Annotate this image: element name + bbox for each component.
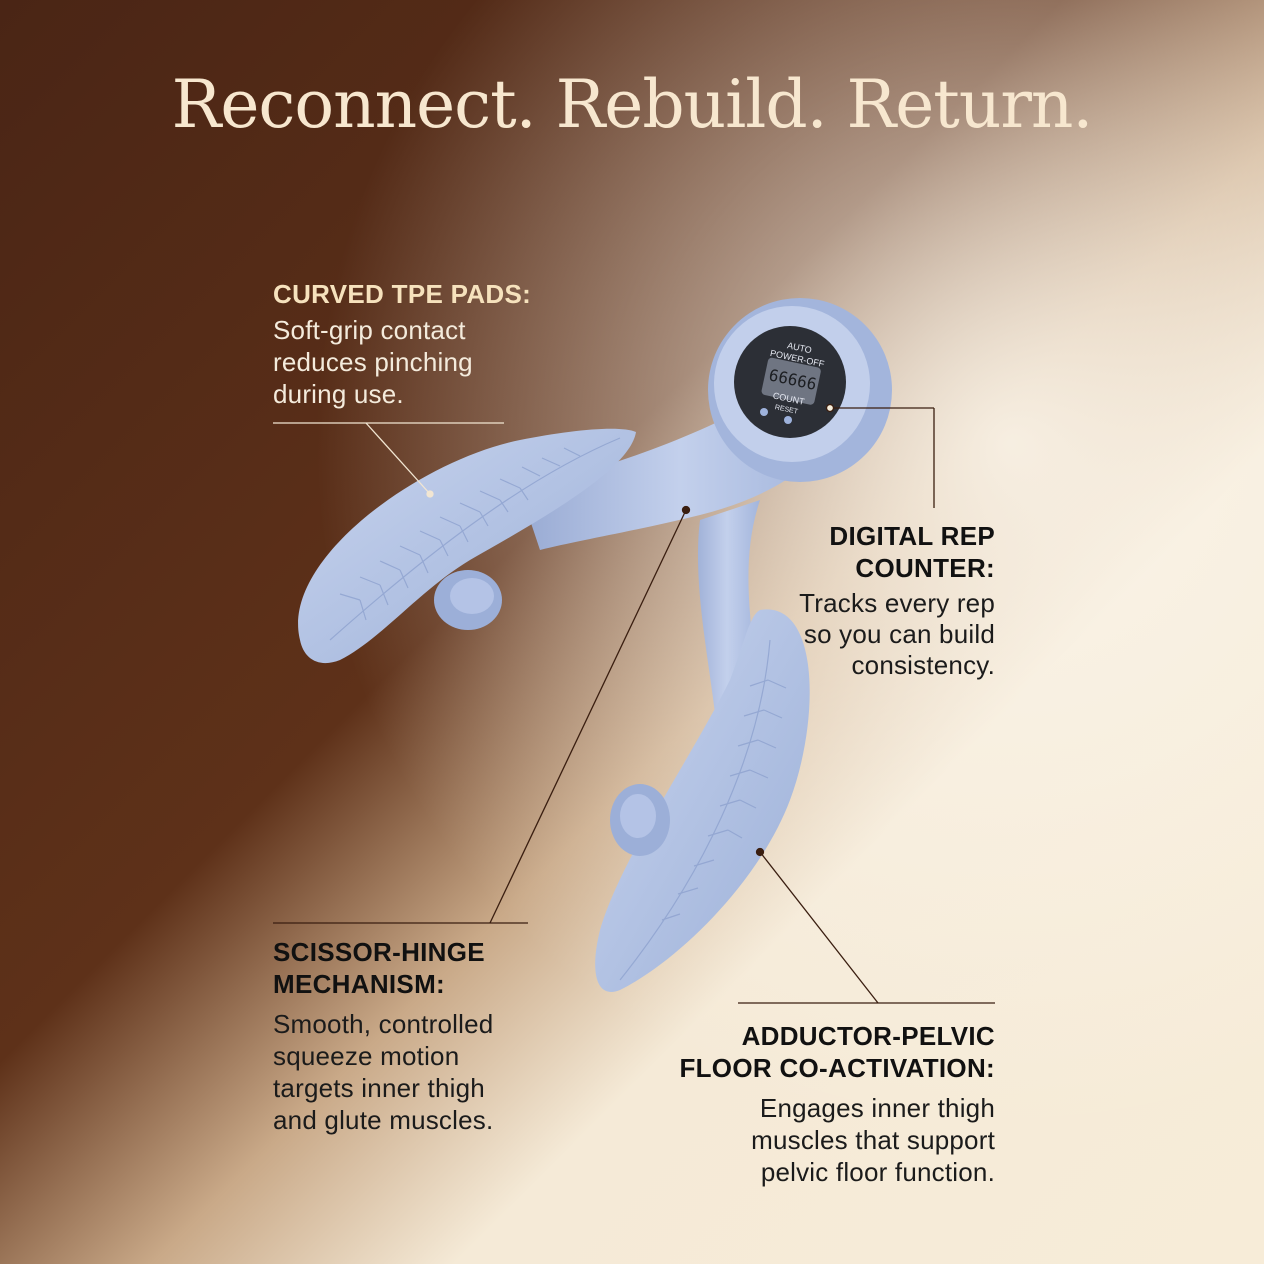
callout-adductor-line-3: pelvic floor function.	[760, 1157, 995, 1187]
callout-hinge: SCISSOR-HINGE MECHANISM: Smooth, control…	[273, 936, 593, 1136]
callout-counter-body: Tracks every rep so you can build consis…	[700, 588, 995, 681]
callout-adductor-title-2: FLOOR CO-ACTIVATION:	[679, 1053, 995, 1083]
callout-hinge-title: SCISSOR-HINGE MECHANISM:	[273, 936, 593, 1000]
callout-counter: DIGITAL REP COUNTER: Tracks every rep so…	[700, 520, 995, 681]
callout-hinge-title-1: SCISSOR-HINGE	[273, 937, 485, 967]
callout-adductor-body: Engages inner thigh muscles that support…	[640, 1092, 995, 1188]
callout-counter-title-2: COUNTER:	[855, 553, 995, 583]
callout-counter-line-3: consistency.	[851, 650, 995, 680]
callout-counter-line-1: Tracks every rep	[799, 588, 995, 618]
callout-counter-title: DIGITAL REP COUNTER:	[700, 520, 995, 584]
callout-adductor: ADDUCTOR-PELVIC FLOOR CO-ACTIVATION: Eng…	[640, 1020, 995, 1188]
callout-adductor-title: ADDUCTOR-PELVIC FLOOR CO-ACTIVATION:	[640, 1020, 995, 1084]
callout-adductor-line-2: muscles that support	[751, 1125, 995, 1155]
callout-hinge-line-3: targets inner thigh	[273, 1073, 485, 1103]
callout-adductor-title-1: ADDUCTOR-PELVIC	[741, 1021, 995, 1051]
callout-counter-title-1: DIGITAL REP	[829, 521, 995, 551]
callout-pads-line-2: reduces pinching	[273, 347, 473, 377]
callout-hinge-title-2: MECHANISM:	[273, 969, 445, 999]
callout-pads-line-3: during use.	[273, 379, 404, 409]
callout-hinge-body: Smooth, controlled squeeze motion target…	[273, 1008, 593, 1136]
callout-adductor-line-1: Engages inner thigh	[759, 1093, 995, 1123]
callout-hinge-line-2: squeeze motion	[273, 1041, 460, 1071]
callout-pads-body: Soft-grip contact reduces pinching durin…	[273, 314, 573, 410]
callout-hinge-line-1: Smooth, controlled	[273, 1009, 494, 1039]
callout-pads: CURVED TPE PADS: Soft-grip contact reduc…	[273, 278, 573, 410]
callout-counter-line-2: so you can build	[803, 619, 995, 649]
callout-hinge-line-4: and glute muscles.	[273, 1105, 494, 1135]
headline: Reconnect. Rebuild. Return.	[171, 66, 1094, 143]
callout-pads-line-1: Soft-grip contact	[273, 315, 466, 345]
callout-pads-title: CURVED TPE PADS:	[273, 279, 532, 309]
